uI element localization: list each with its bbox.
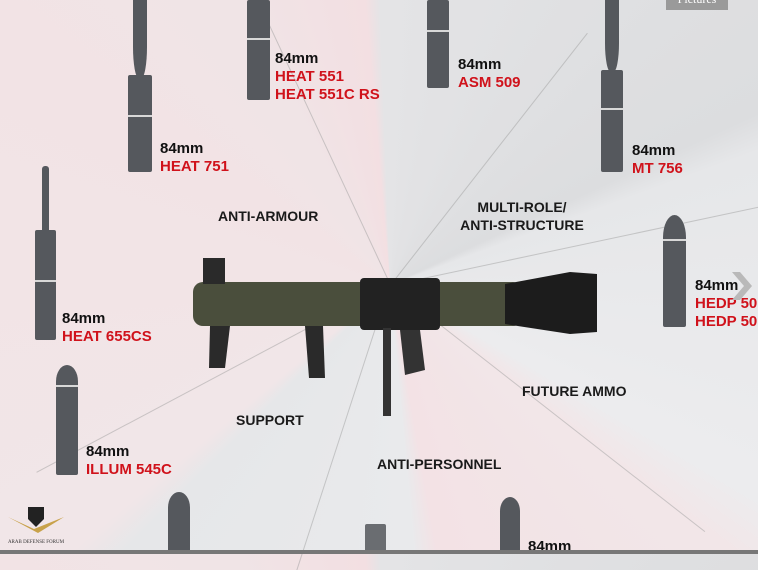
launcher-tube — [193, 282, 523, 326]
shell-bottom-1 — [168, 492, 190, 554]
caliber: 84mm — [62, 310, 106, 327]
caliber: 84mm — [458, 56, 502, 73]
launcher-venturi — [505, 272, 597, 334]
caliber: 84mm — [695, 277, 739, 294]
caliber: 84mm — [86, 443, 130, 460]
shell-band — [663, 239, 686, 241]
shell-bottom-3 — [500, 497, 520, 554]
category-anti-armour: ANTI-ARMOUR — [218, 208, 319, 224]
ammo-name: HEAT 551C RS — [275, 86, 380, 103]
shell-heat751 — [128, 75, 152, 172]
shell-mt756-nose — [605, 0, 619, 72]
category-multi-role: MULTI-ROLE/ANTI-STRUCTURE — [452, 198, 592, 234]
caliber: 84mm — [632, 142, 676, 159]
shell-band — [128, 115, 152, 117]
launcher-front-grip — [209, 326, 230, 368]
shell-hedp — [663, 215, 686, 327]
shell-band — [247, 38, 270, 40]
shell-heat655cs-nose — [42, 166, 49, 232]
bottom-bar — [0, 550, 758, 554]
launcher-sight — [203, 258, 225, 284]
shell-heat751-nose — [133, 0, 147, 78]
category-line: ANTI-STRUCTURE — [460, 217, 584, 233]
shell-mt756 — [601, 70, 623, 172]
ammo-name: HEAT 551 — [275, 68, 344, 85]
shell-asm509 — [427, 0, 449, 88]
ammo-name: HEDP 50 — [695, 295, 758, 312]
launcher-trigger-grip — [305, 326, 325, 378]
launcher-image — [193, 258, 597, 416]
launcher-grip-wrap — [360, 278, 440, 330]
category-future-ammo: FUTURE AMMO — [522, 383, 627, 399]
shell-band — [427, 30, 449, 32]
shell-bottom-2 — [365, 524, 386, 554]
launcher-bipod — [383, 328, 391, 416]
shell-heat655cs — [35, 230, 56, 340]
category-support: SUPPORT — [236, 412, 304, 428]
shell-band — [35, 280, 56, 282]
ammo-name: ASM 509 — [458, 74, 521, 91]
category-anti-personnel: ANTI-PERSONNEL — [377, 456, 502, 472]
pictures-button[interactable]: Pictures — [666, 0, 728, 10]
ammo-name: HEDP 50 — [695, 313, 758, 330]
ammo-name: HEAT 751 — [160, 158, 229, 175]
chevron-right-icon[interactable] — [728, 268, 754, 304]
shell-band — [56, 385, 78, 387]
ammo-name: MT 756 — [632, 160, 683, 177]
shell-band — [601, 108, 623, 110]
watermark-text: ARAB DEFENSE FORUM — [7, 540, 65, 545]
launcher-shoulder-rest — [400, 330, 425, 375]
caliber: 84mm — [160, 140, 204, 157]
forum-logo: ARAB DEFENSE FORUM — [6, 505, 66, 550]
shell-heat551 — [247, 0, 270, 100]
category-line: MULTI-ROLE/ — [477, 199, 567, 215]
caliber: 84mm — [275, 50, 319, 67]
shell-illum545c — [56, 365, 78, 475]
wings-logo-icon — [8, 507, 64, 533]
divider — [254, 0, 391, 285]
ammo-name: ILLUM 545C — [86, 461, 172, 478]
ammo-name: HEAT 655CS — [62, 328, 152, 345]
